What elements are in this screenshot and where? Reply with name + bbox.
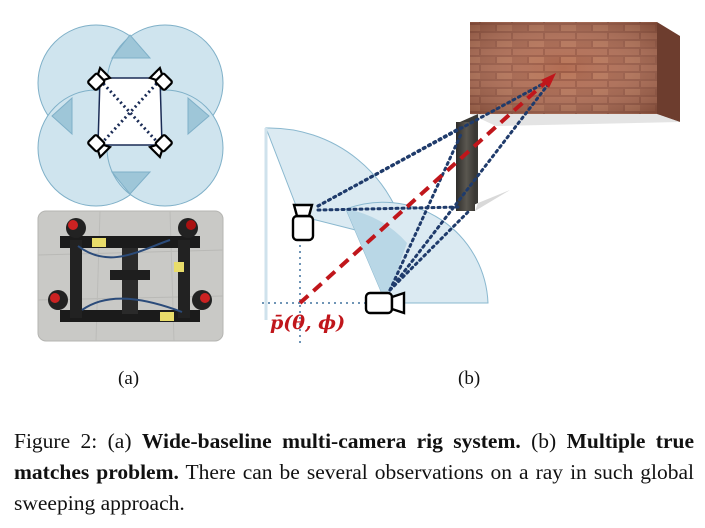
rays-camera-2: [388, 80, 552, 292]
rays-camera-1: [316, 78, 552, 212]
caption-rest: There can be several observations on a r…: [14, 460, 694, 515]
camera-icon: [291, 203, 315, 242]
camera-icon: [147, 134, 173, 160]
camera-icon: [364, 291, 406, 315]
fov-overlap-bottom: [110, 171, 152, 195]
camera-icon: [87, 65, 113, 91]
figure-2-illustration: [37, 22, 680, 345]
caption-mid: (b): [520, 429, 567, 453]
panel-label-b: (b): [458, 368, 481, 389]
fov-overlap-left: [51, 96, 73, 136]
camera-icon: [87, 134, 113, 160]
occluder-post: [456, 114, 510, 211]
panel-a-fov-diagram: [37, 24, 224, 207]
caption-bold-matches: Multiple true matches problem.: [14, 429, 695, 484]
sweep-ray-arrowhead: [541, 73, 556, 88]
rig-photo: [37, 210, 224, 342]
caption-bold-rig: Wide-baseline multi-camera rig system.: [141, 429, 521, 453]
point-label: p̄(θ, ϕ): [270, 312, 346, 334]
figure-caption: Figure 2: (a) Wide-baseline multi-camera…: [14, 426, 694, 519]
fov-overlap-top: [110, 34, 152, 59]
panel-b-diagram: [262, 22, 680, 345]
panel-label-a: (a): [118, 368, 140, 389]
brick-wall: [470, 22, 680, 126]
fov-fan-overlap: [346, 209, 407, 303]
sweep-ray: [298, 78, 550, 305]
fov-overlap-right: [187, 96, 210, 136]
camera-icon: [147, 65, 173, 91]
caption-prefix: Figure 2: (a): [14, 429, 142, 453]
